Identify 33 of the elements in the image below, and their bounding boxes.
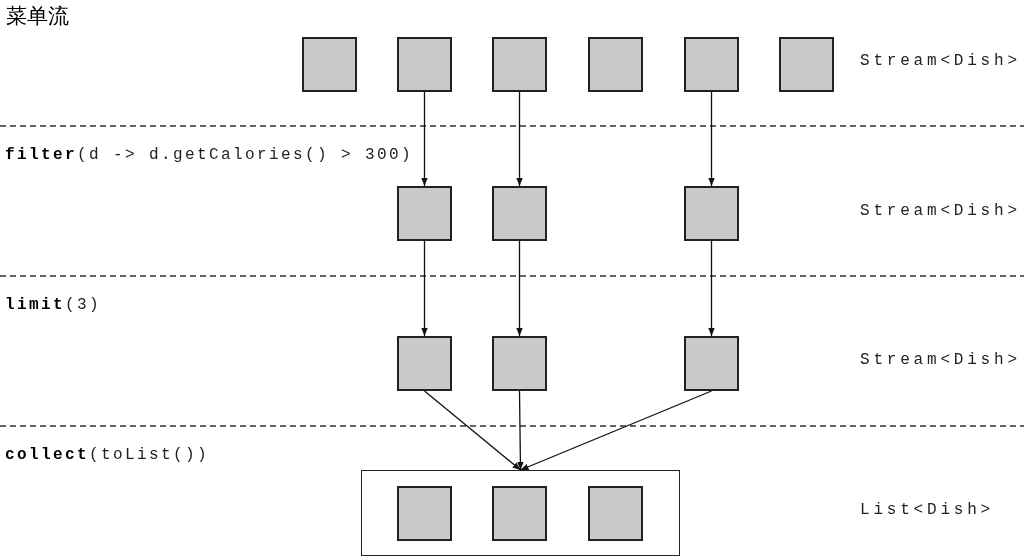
type-label: List<Dish> xyxy=(860,501,994,519)
dish-box xyxy=(492,186,547,241)
operation-label: filter(d -> d.getCalories() > 300) xyxy=(5,146,414,164)
diagram-title: 菜单流 xyxy=(6,3,69,30)
dish-box xyxy=(684,186,739,241)
dish-box xyxy=(492,336,547,391)
dish-box xyxy=(397,336,452,391)
arrow xyxy=(516,91,523,187)
arrow xyxy=(421,91,428,187)
arrow xyxy=(519,390,713,471)
arrow xyxy=(517,390,524,471)
dish-box xyxy=(684,37,739,92)
list-container-box xyxy=(361,470,680,556)
dish-box xyxy=(588,37,643,92)
arrow xyxy=(421,240,428,337)
type-label: Stream<Dish> xyxy=(860,202,1021,220)
arrow xyxy=(708,240,715,337)
arrow xyxy=(423,390,522,471)
dish-box xyxy=(684,336,739,391)
dish-box xyxy=(587,485,643,541)
dish-box xyxy=(491,485,547,541)
type-label: Stream<Dish> xyxy=(860,52,1021,70)
operation-label: limit(3) xyxy=(5,296,102,314)
arrow xyxy=(516,240,523,337)
dish-box xyxy=(396,485,452,541)
dish-box xyxy=(302,37,357,92)
arrow xyxy=(708,91,715,187)
operation-label: collect(toList()) xyxy=(5,446,210,464)
dish-box xyxy=(492,37,547,92)
dish-box xyxy=(779,37,834,92)
dish-box xyxy=(397,186,452,241)
type-label: Stream<Dish> xyxy=(860,351,1021,369)
dish-box xyxy=(397,37,452,92)
